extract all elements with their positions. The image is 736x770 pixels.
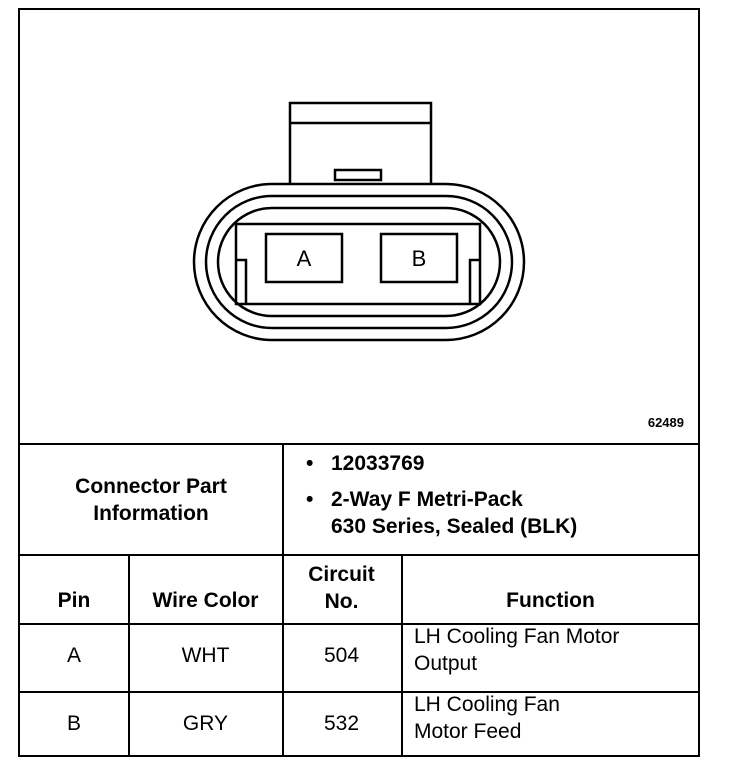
row-b-wire-color: GRY (182, 712, 229, 735)
divider-info (20, 554, 698, 556)
row-a-pin: A (66, 644, 81, 667)
part-number-item: • 12033769 (306, 450, 577, 477)
pin-b-cavity (379, 232, 459, 284)
row-a-circuit: 504 (323, 644, 360, 667)
connector-info-values: • 12033769 • 2-Way F Metri-Pack 630 Seri… (306, 450, 577, 540)
row-a-function-line2: Output (414, 652, 478, 675)
row-b-pin: B (66, 712, 81, 735)
latch-tab (333, 168, 383, 182)
connector-diagram: A B 62489 (20, 10, 698, 443)
figure-id: 62489 (647, 415, 684, 430)
connector-seal-ring (204, 194, 514, 330)
row-a-wire-color: WHT (181, 644, 230, 667)
divider-row (20, 691, 698, 693)
col-divider-2 (401, 554, 403, 757)
row-a-function: LH Cooling Fan Motor Output (414, 623, 694, 689)
pin-a-label: A (297, 246, 312, 271)
left-key (236, 258, 248, 304)
right-key (468, 258, 480, 304)
connector-info-label-line2: Information (93, 501, 209, 525)
connector-info-label: Connector Part Information (20, 445, 282, 554)
pin-b-label: B (412, 246, 427, 271)
bullet: • (306, 452, 314, 475)
col-divider-0 (128, 554, 130, 757)
row-b-circuit: 532 (323, 712, 360, 735)
header-circuit-no: Circuit No. (283, 560, 400, 616)
connector-frame: A B 62489 Connector Part Information (18, 8, 700, 757)
row-a-function-line1: LH Cooling Fan Motor (414, 625, 620, 648)
description-line2: 630 Series, Sealed (BLK) (331, 515, 578, 538)
pin-a-cavity (264, 232, 344, 284)
bullet: • (306, 488, 314, 511)
description-item: • 2-Way F Metri-Pack 630 Series, Sealed … (306, 486, 577, 540)
divider-header (20, 623, 698, 625)
header-wire-color: Wire Color (152, 589, 259, 612)
col-divider-1 (282, 443, 284, 757)
header-circuit-line1: Circuit (308, 563, 375, 586)
part-number: 12033769 (331, 452, 425, 475)
header-circuit-line2: No. (324, 590, 359, 613)
row-b-function: LH Cooling Fan Motor Feed (414, 691, 694, 757)
header-function: Function (506, 589, 595, 612)
connector-info-label-line1: Connector Part (75, 474, 227, 498)
connector-inner-ring (216, 206, 502, 318)
row-b-function-line2: Motor Feed (414, 720, 522, 743)
latch-housing (288, 101, 433, 189)
divider-top (20, 443, 698, 445)
terminal-cavity-frame (234, 222, 482, 306)
connector-drawing: A B (192, 101, 526, 342)
header-pin: Pin (57, 589, 91, 612)
description-line1: 2-Way F Metri-Pack (331, 488, 523, 511)
row-b-function-line1: LH Cooling Fan (414, 693, 560, 716)
